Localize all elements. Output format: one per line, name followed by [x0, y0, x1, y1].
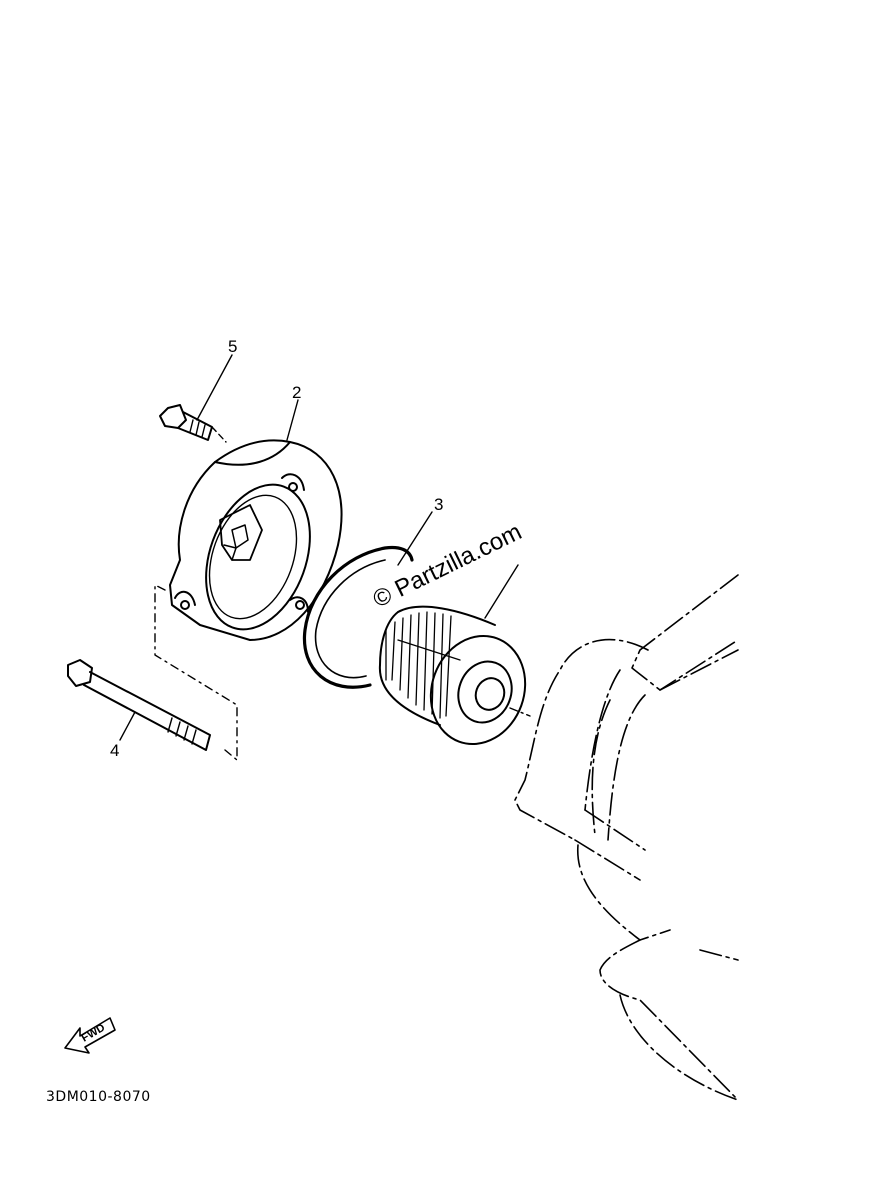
short-bolt	[159, 404, 227, 443]
oil-filter-element	[378, 605, 531, 746]
o-ring	[302, 545, 414, 689]
callout-3: 3	[434, 495, 443, 514]
engine-casing-outline	[514, 574, 739, 1101]
callout-4: 4	[110, 741, 119, 760]
fwd-arrow: FWD	[64, 1017, 116, 1054]
callout-5: 5	[228, 337, 237, 356]
watermark-text: © Partzilla.com	[369, 518, 526, 613]
fwd-label: FWD	[80, 1022, 108, 1045]
long-bolt	[67, 659, 211, 751]
oil-filter-cover	[169, 439, 343, 641]
alignment-guide	[154, 584, 238, 761]
diagram-code: 3DM010-8070	[46, 1089, 151, 1105]
leader-lines	[119, 354, 519, 741]
callout-2: 2	[292, 383, 301, 402]
